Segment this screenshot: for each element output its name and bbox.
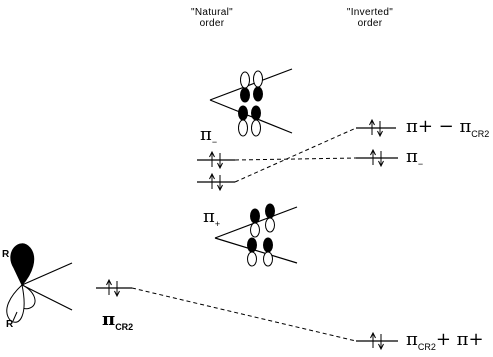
label-inverted-bottom: πCR2+ π+ (406, 329, 484, 353)
p-orbitals-lower (247, 203, 275, 267)
header-natural-order: "Natural" order (172, 7, 252, 29)
label-pi-cr2: πCR2 (102, 309, 134, 333)
label-inverted-mid: π− (406, 146, 424, 170)
header-inverted-line2: order (357, 18, 383, 29)
carbene-wedge (21, 262, 73, 311)
header-inverted-line1: "Inverted" (346, 7, 394, 18)
substituent-r-top: R (2, 249, 10, 260)
label-pi-plus: π+ (203, 206, 221, 230)
header-natural-line2: order (199, 18, 225, 29)
label-inverted-top: π+ − πCR2 (406, 116, 490, 140)
substituent-r-bottom: R (6, 319, 14, 330)
p-orbitals-upper (238, 70, 263, 137)
correlation-line-2 (234, 127, 357, 183)
header-natural-line1: "Natural" (190, 7, 234, 18)
carbene-orbitals (6, 243, 36, 323)
label-pi-minus: π− (200, 124, 218, 148)
correlation-line-1 (234, 157, 357, 161)
correlation-line-3 (131, 287, 357, 342)
upper-wedge (209, 68, 293, 134)
header-inverted-order: "Inverted" order (330, 7, 410, 29)
